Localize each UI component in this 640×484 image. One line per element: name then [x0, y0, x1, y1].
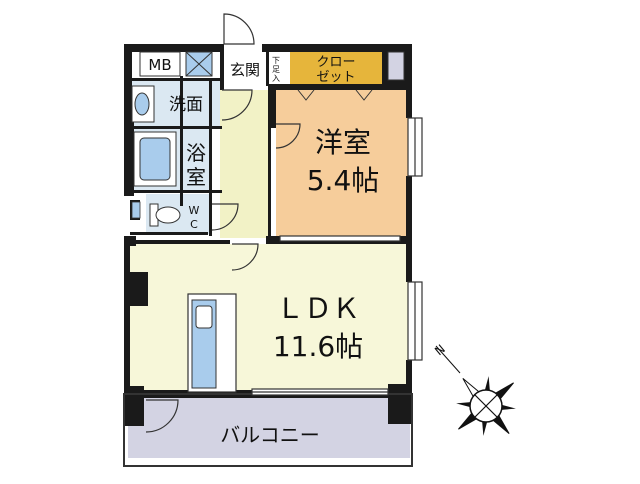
- ldk-area: [130, 244, 408, 392]
- compass-north-label: N: [432, 342, 448, 358]
- closet-door-icon: [297, 89, 373, 101]
- shoe-box-label-line1: 下: [272, 56, 280, 65]
- kitchen-counter-icon: [187, 293, 237, 393]
- window-icon: [251, 117, 423, 396]
- western-room-name: 洋室: [315, 126, 371, 159]
- shoe-box-label-line3: 入: [272, 74, 280, 83]
- hallway-area: [220, 90, 268, 238]
- western-room-area: [276, 90, 408, 238]
- balcony-area: [128, 398, 410, 458]
- entrance-area: [222, 52, 268, 90]
- closet-label-line1: クロー: [316, 55, 355, 70]
- bathroom-label-line2: 室: [186, 165, 206, 189]
- ldk-name: ＬＤＫ: [276, 292, 360, 325]
- wc-label-line2: C: [190, 218, 198, 231]
- sink-icon: [131, 85, 155, 123]
- shoe-box-label-line2: 足: [272, 65, 280, 74]
- bathroom-label-line1: 浴: [186, 141, 206, 165]
- toilet-icon: [149, 203, 181, 227]
- wc-shelf: [131, 201, 141, 219]
- pipe-shaft-icon: [185, 51, 213, 77]
- wc-label-line1: W: [189, 204, 200, 217]
- entrance-label: 玄関: [230, 61, 260, 79]
- balcony-label: バルコニー: [220, 423, 320, 447]
- door-swing-icon: [145, 13, 301, 433]
- storage-cabinet: [387, 51, 405, 81]
- western-room-size: 5.4帖: [307, 164, 380, 197]
- compass-icon: [435, 345, 516, 436]
- closet-area: [290, 52, 382, 86]
- shoe-box-area: [268, 52, 284, 84]
- bathtub-icon: [133, 131, 177, 187]
- washroom-label: 洗面: [169, 95, 203, 115]
- ldk-size: 11.6帖: [273, 330, 363, 363]
- mb-box-icon: [139, 51, 181, 77]
- closet-label-line2: ゼット: [316, 70, 355, 85]
- mb-label: MB: [148, 56, 171, 74]
